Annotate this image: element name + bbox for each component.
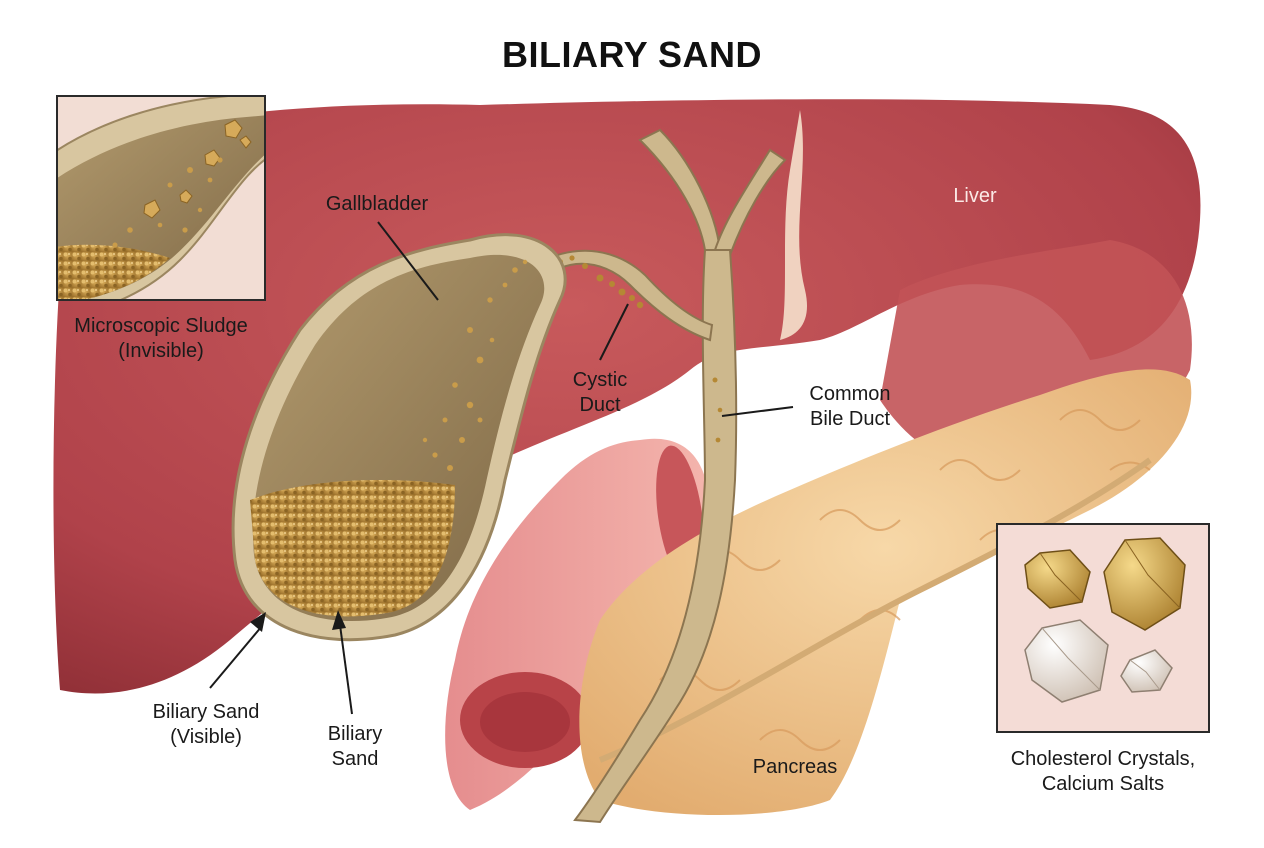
crystal-white-large: [1024, 619, 1109, 703]
crystals-caption-line2: Calcium Salts: [1041, 773, 1165, 795]
biliary-sand-visible-line2: (Visible): [170, 726, 242, 748]
crystal-gold-large: [1103, 537, 1186, 631]
crystals-caption-line1: Cholesterol Crystals,: [1010, 748, 1196, 770]
pancreatic-duct: [598, 457, 1152, 763]
label-liver: Liver: [953, 185, 997, 207]
leader-lines: [209, 221, 794, 715]
diagram-title: BILIARY SAND: [501, 34, 763, 75]
biliary-sand-line1: Biliary: [327, 723, 383, 745]
leader-gallbladder: [377, 221, 439, 301]
arrowhead-sand: [332, 610, 346, 630]
sludge-caption: Microscopic Sludge (Invisible): [48, 314, 274, 364]
leader-biliary-sand-visible: [209, 625, 263, 689]
common-bile-duct: [573, 249, 738, 824]
crystals-inset: [996, 523, 1210, 733]
label-biliary-sand: Biliary Sand: [305, 722, 405, 772]
leader-arrowheads: [250, 610, 346, 632]
bile-duct-system: [528, 128, 787, 824]
pancreas-shape: [579, 369, 1192, 815]
label-biliary-sand-visible: Biliary Sand (Visible): [126, 700, 286, 750]
label-pancreas: Pancreas: [752, 756, 838, 778]
arrowhead-sand-visible: [250, 612, 266, 632]
common-bile-duct-line2: Bile Duct: [809, 408, 891, 430]
biliary-sand-deposit: [250, 480, 455, 617]
leader-biliary-sand: [339, 624, 353, 715]
label-gallbladder: Gallbladder: [325, 193, 429, 215]
label-cystic-duct: Cystic Duct: [545, 368, 655, 418]
sludge-caption-line1: Microscopic Sludge: [74, 315, 248, 337]
leader-common-bile-duct: [721, 406, 794, 417]
crystals-caption: Cholesterol Crystals, Calcium Salts: [975, 747, 1231, 797]
biliary-sand-line2: Sand: [331, 748, 379, 770]
leader-cystic-duct: [599, 303, 629, 361]
falciform-ligament: [780, 110, 808, 340]
crystal-gold-small: [1024, 549, 1091, 609]
common-bile-duct-line1: Common: [809, 383, 891, 405]
gallbladder-floating-particles: [422, 259, 528, 471]
cystic-duct-line1: Cystic: [572, 369, 628, 391]
sludge-caption-line2: (Invisible): [118, 340, 204, 362]
biliary-sand-visible-line1: Biliary Sand: [152, 701, 260, 723]
crystal-white-small: [1120, 649, 1173, 693]
cystic-duct-line2: Duct: [579, 394, 621, 416]
label-common-bile-duct: Common Bile Duct: [790, 382, 910, 432]
sludge-inset: [56, 95, 266, 301]
